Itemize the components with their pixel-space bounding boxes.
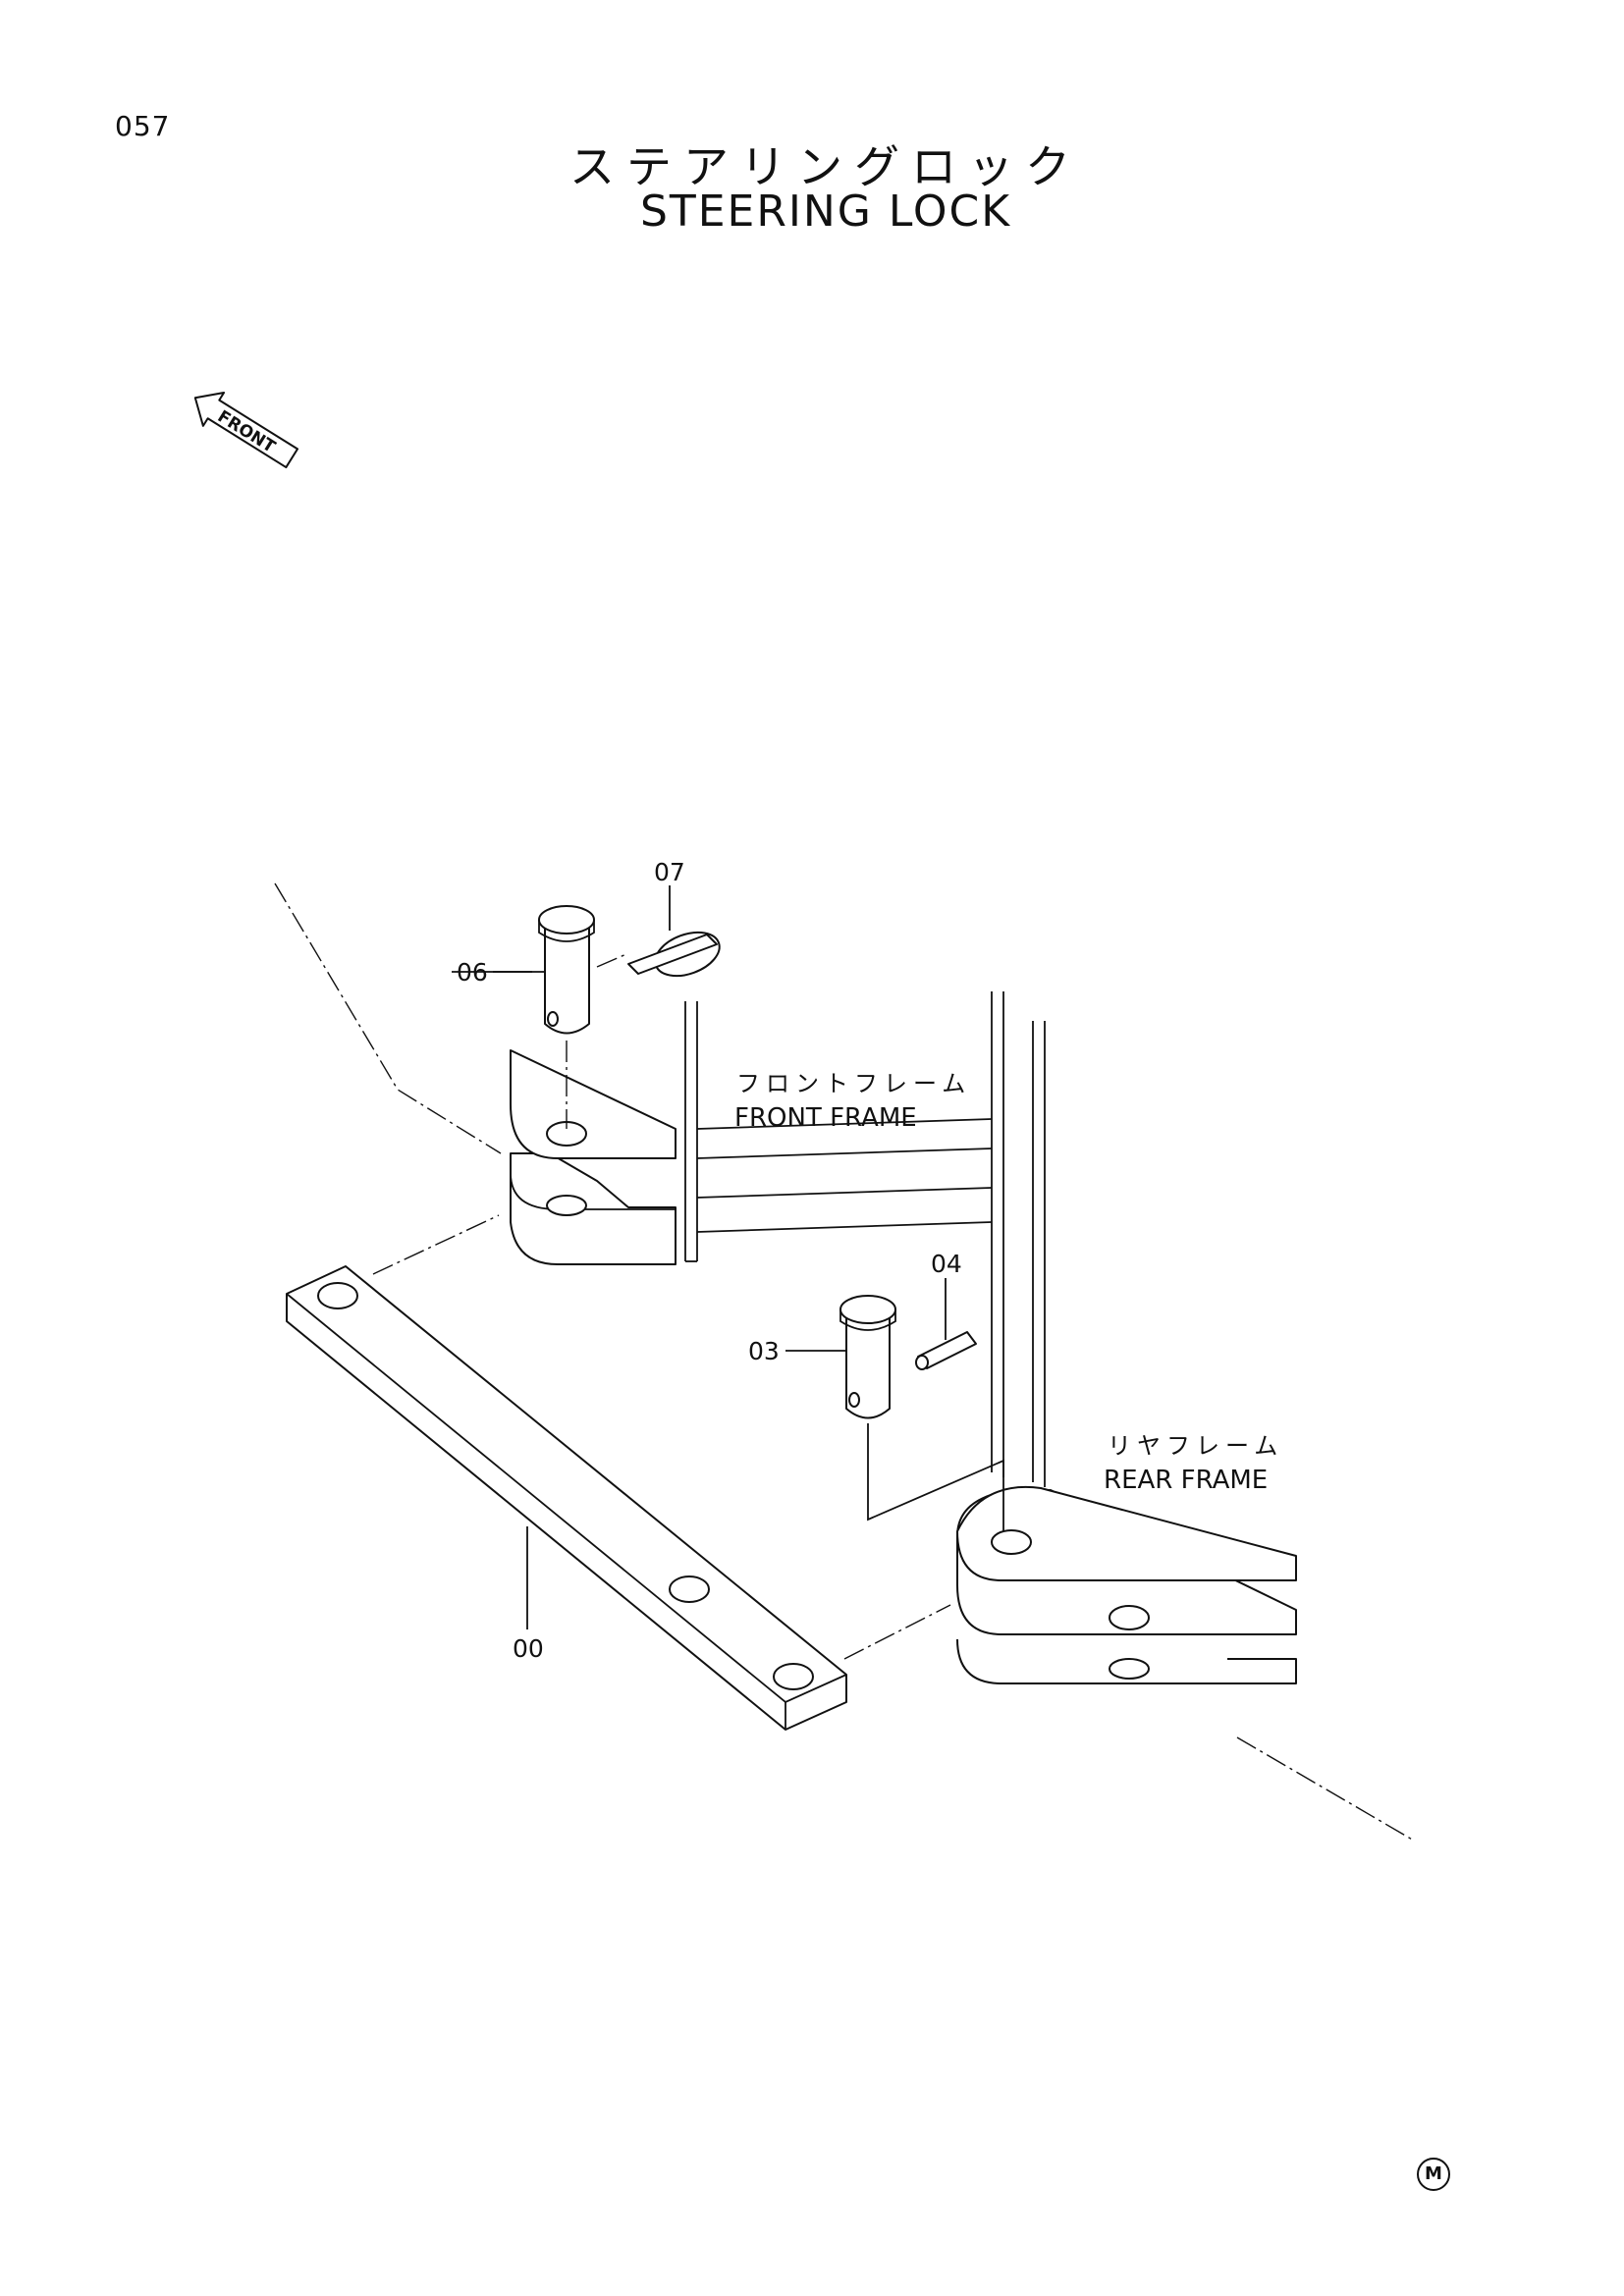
corner-mark: M	[1417, 2158, 1450, 2191]
pin-06	[538, 905, 595, 1035]
pin-03	[839, 1295, 896, 1419]
rear-frame-label-japanese: リヤフレーム	[1108, 1432, 1283, 1460]
front-frame-plate	[684, 1001, 993, 1262]
front-frame-label: FRONT FRAME	[734, 1103, 917, 1133]
rear-frame-label: REAR FRAME	[1104, 1466, 1268, 1495]
lock-bar	[286, 1265, 847, 1731]
callout-07: 07	[654, 858, 685, 886]
snap-ring-07	[627, 931, 721, 978]
page-title-japanese: ステアリングロック	[569, 140, 1082, 193]
front-frame-bracket	[510, 1049, 677, 1265]
callout-06: 06	[457, 958, 488, 987]
callout-04: 04	[931, 1250, 962, 1278]
front-arrow-icon: FRONT	[193, 391, 299, 469]
spring-pin-04	[915, 1331, 977, 1370]
rear-frame-plate	[991, 991, 1046, 1487]
leader-lines	[493, 885, 947, 1629]
front-frame-label-japanese: フロントフレーム	[736, 1070, 971, 1097]
callout-00: 00	[513, 1634, 544, 1663]
rear-frame-bracket	[956, 1486, 1297, 1684]
page-number: 057	[115, 110, 171, 142]
page-title: STEERING LOCK	[639, 187, 1012, 237]
callout-03: 03	[748, 1337, 780, 1365]
